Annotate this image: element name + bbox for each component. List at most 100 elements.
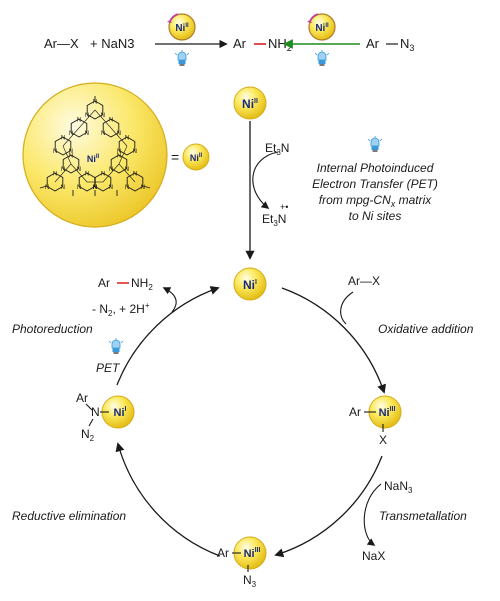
framework-atom-label: N bbox=[133, 172, 137, 178]
framework-terminal-bond bbox=[142, 185, 151, 189]
svg-text:N3: N3 bbox=[243, 573, 257, 589]
triethylamine-radical-cation: Et3N bbox=[262, 212, 286, 228]
framework-atom-label: N bbox=[141, 185, 145, 191]
svg-text:N2: N2 bbox=[81, 427, 95, 443]
framework-bond bbox=[70, 163, 88, 183]
framework-ring bbox=[86, 100, 104, 120]
photoreduction-curve bbox=[162, 287, 177, 313]
pet-light-bulb-icon bbox=[367, 135, 383, 153]
transmetallation-curve bbox=[363, 483, 382, 546]
label-oxidative-addition: Oxidative addition bbox=[378, 322, 474, 336]
label-photoreduction: Photoreduction bbox=[12, 322, 93, 336]
framework-atom-label: N bbox=[77, 167, 81, 173]
svg-text:NiII: NiII bbox=[315, 23, 329, 34]
framework-atom-label: N bbox=[109, 185, 113, 191]
framework-atom-label: N bbox=[101, 113, 105, 119]
cycle-sodium-azide: NaN3 bbox=[384, 479, 413, 495]
svg-text:Ar: Ar bbox=[98, 276, 110, 290]
framework-atom-label: N bbox=[117, 149, 121, 155]
framework-bond bbox=[94, 109, 112, 129]
framework-terminal-bond bbox=[39, 185, 48, 189]
framework-ring bbox=[126, 172, 144, 192]
framework-atom-label: N bbox=[117, 131, 121, 137]
catalytic-cycle: NiI NiIII Ar X NiIII Ar N3 NiI Ar N N bbox=[12, 267, 474, 589]
framework-bond bbox=[118, 145, 128, 165]
framework-atom-label: N bbox=[69, 131, 73, 137]
svg-text:Ar: Ar bbox=[366, 36, 380, 51]
svg-text:NiII: NiII bbox=[242, 97, 258, 111]
framework-atom-label: N bbox=[109, 167, 113, 173]
framework-atom-label: N bbox=[93, 185, 97, 191]
framework-atom-label: N bbox=[61, 185, 65, 191]
top-ni-catalyst-left: NiII bbox=[167, 13, 196, 41]
svg-text:NiIII: NiIII bbox=[244, 547, 261, 560]
framework-atom-label: N bbox=[69, 149, 73, 155]
framework-atom-label: N bbox=[133, 149, 137, 155]
top-ni-catalyst-right: NiII bbox=[307, 13, 336, 41]
framework-ring bbox=[46, 172, 64, 192]
framework-bond bbox=[78, 109, 96, 129]
framework-bond bbox=[118, 163, 136, 183]
cycle-arc-transmetallation bbox=[274, 455, 383, 558]
framework-atom-label: N bbox=[53, 172, 57, 178]
framework-atom-label: N bbox=[61, 136, 65, 142]
top-scheme: Ar—X + NaN3 NiII Ar NH2 NiII Ar N3 bbox=[44, 13, 414, 67]
svg-text:NH2: NH2 bbox=[131, 276, 153, 292]
svg-text:Ar: Ar bbox=[217, 546, 229, 560]
triethylamine: Et3N bbox=[265, 141, 289, 157]
svg-text:NiII: NiII bbox=[190, 153, 203, 163]
svg-text:Ar: Ar bbox=[349, 405, 361, 419]
svg-text:N3: N3 bbox=[400, 36, 414, 53]
framework-bond bbox=[110, 127, 128, 147]
aryl-ni-iii-azide: NiIII Ar N3 bbox=[217, 536, 267, 589]
framework-ring bbox=[118, 136, 136, 156]
framework-ring bbox=[54, 136, 72, 156]
framework-atom-label: N bbox=[125, 136, 129, 142]
cycle-byproduct: NaX bbox=[362, 549, 385, 563]
framework-ring bbox=[62, 154, 80, 174]
label-pet: PET bbox=[96, 361, 121, 375]
cycle-arc-oxidative-addition bbox=[281, 287, 386, 394]
svg-text:NiII: NiII bbox=[175, 23, 189, 34]
framework-atom-label: N bbox=[85, 131, 89, 137]
svg-text:NiI: NiI bbox=[114, 406, 127, 419]
legend-ni-sphere: NiII bbox=[182, 143, 210, 171]
top-amine-product: Ar NH2 bbox=[233, 36, 292, 53]
svg-text:Ar: Ar bbox=[76, 391, 88, 405]
framework-atom-label: N bbox=[101, 172, 105, 178]
framework-ring bbox=[94, 172, 112, 192]
framework-atom-label: N bbox=[125, 167, 129, 173]
framework-atom-label: N bbox=[69, 154, 73, 160]
svg-text:X: X bbox=[379, 433, 387, 447]
framework-atom-label: N bbox=[61, 167, 65, 173]
framework-ring bbox=[102, 118, 120, 138]
framework-ring bbox=[70, 118, 88, 138]
svg-text:Internal Photoinduced: Internal Photoinduced bbox=[317, 161, 434, 175]
framework-atom-label: N bbox=[53, 149, 57, 155]
top-aryl-azide: Ar N3 bbox=[366, 36, 414, 53]
cycle-arc-photoreduction bbox=[116, 286, 220, 386]
cycle-aryl-halide: Ar—X bbox=[348, 274, 380, 288]
cycle-light-bulb-icon bbox=[108, 337, 124, 355]
framework-atom-label: N bbox=[45, 185, 49, 191]
cycle-arc-reductive-elimination bbox=[115, 442, 221, 557]
svg-text:Electron Transfer (PET): Electron Transfer (PET) bbox=[312, 177, 438, 191]
oxidative-addition-curve bbox=[340, 291, 354, 325]
ni-ii-precatalyst: NiII bbox=[233, 86, 267, 120]
aryl-nitrene-ni-i: NiI Ar N N2 bbox=[76, 391, 135, 443]
framework-atom-label: N bbox=[93, 185, 97, 191]
framework-atom-label: N bbox=[109, 118, 113, 124]
top-aryl-halide: Ar—X bbox=[44, 36, 79, 51]
equals-sign: = bbox=[171, 149, 179, 165]
svg-text:Ar: Ar bbox=[233, 36, 247, 51]
sphere-ni-site: NiII bbox=[87, 154, 100, 164]
top-light-bulb-icon-left bbox=[174, 49, 190, 67]
svg-text:NiI: NiI bbox=[243, 278, 257, 292]
label-transmetallation: Transmetallation bbox=[379, 509, 467, 523]
pet-note: Internal Photoinduced Electron Transfer … bbox=[312, 161, 438, 223]
release-nitrogen-protons: - N2, + 2H+ bbox=[92, 301, 150, 318]
framework-atom-label: N bbox=[77, 185, 81, 191]
framework-atom-label: N bbox=[125, 185, 129, 191]
